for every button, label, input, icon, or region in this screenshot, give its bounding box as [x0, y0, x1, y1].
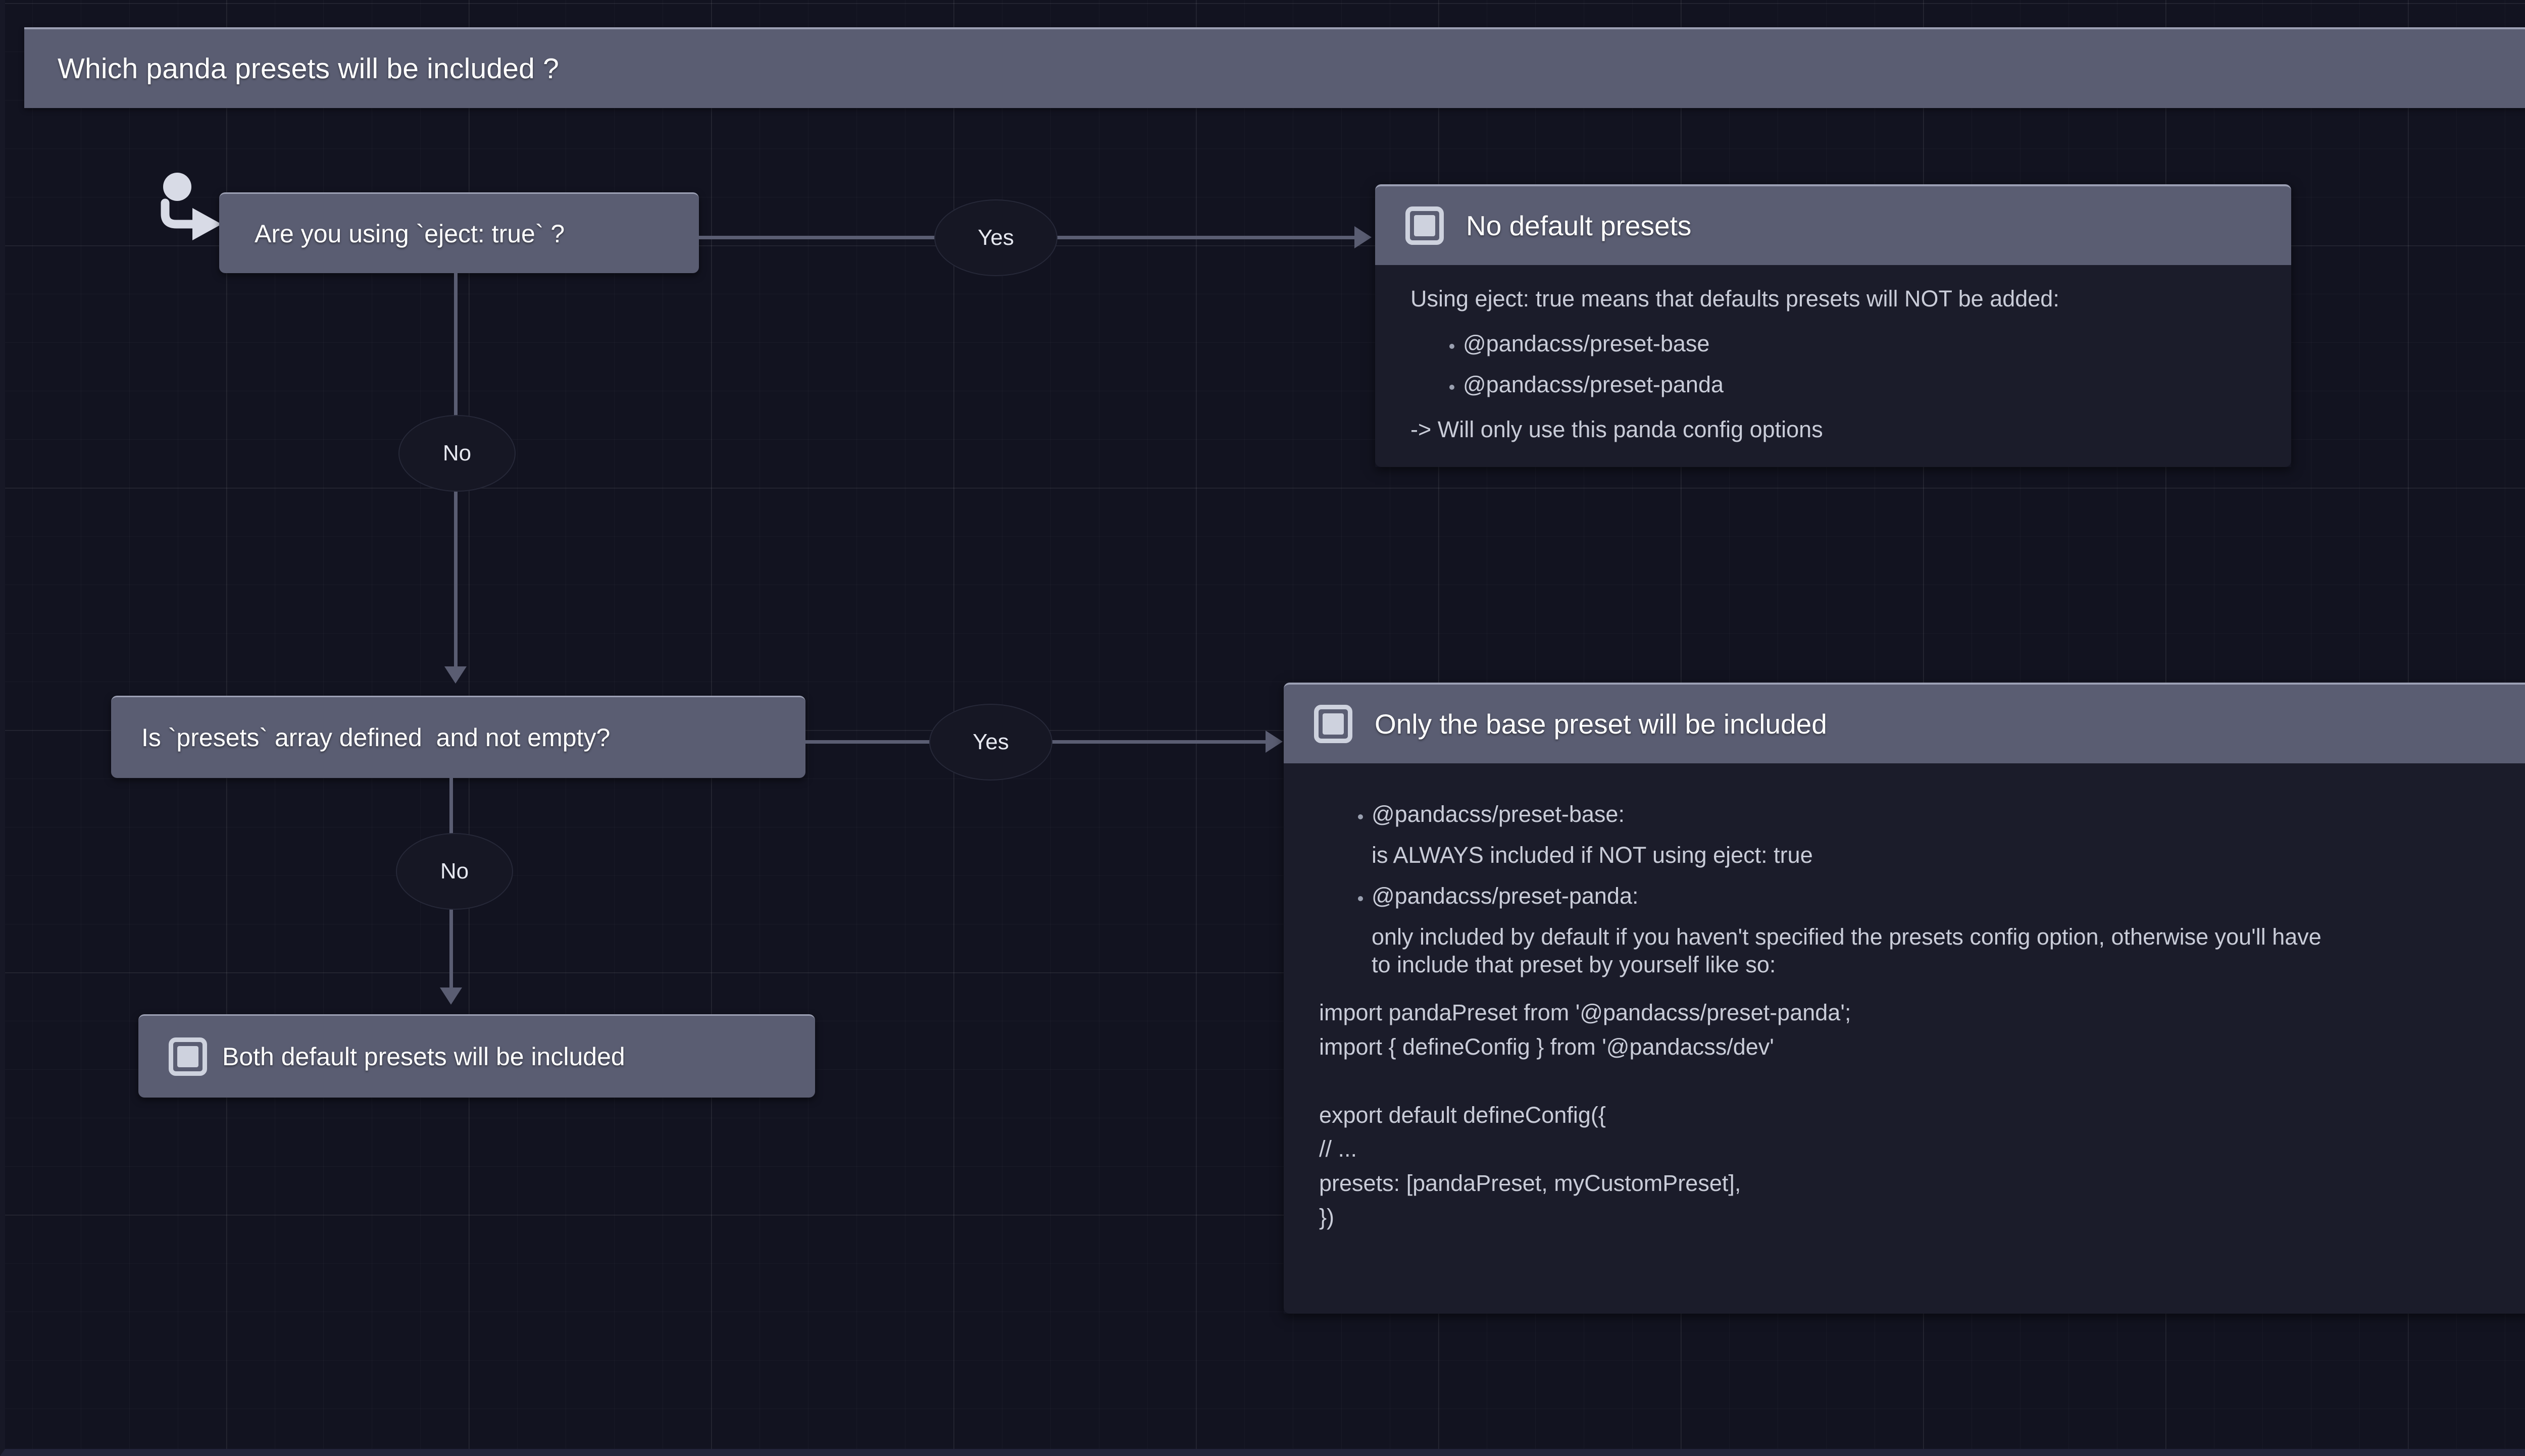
- decision-node-eject[interactable]: Are you using `eject: true` ?: [219, 192, 699, 273]
- panel-base-only-bullet-list: @pandacss/preset-base: is ALWAYS include…: [1319, 801, 2525, 978]
- code-block: import pandaPreset from '@pandacss/prese…: [1319, 996, 2525, 1234]
- list-item: @pandacss/preset-panda: [1463, 371, 2256, 399]
- edge-label-presets-yes: Yes: [929, 704, 1052, 781]
- panel-no-default-outro: -> Will only use this panda config optio…: [1410, 416, 1823, 442]
- list-item-detail: only included by default if you haven't …: [1372, 923, 2321, 977]
- panel-no-default-presets-body: Using eject: true means that defaults pr…: [1375, 265, 2291, 467]
- decision-node-presets[interactable]: Is `presets` array defined and not empty…: [111, 696, 805, 778]
- panel-base-preset-only[interactable]: Only the base preset will be included @p…: [1284, 683, 2525, 1314]
- code-line: presets: [pandaPreset, myCustomPreset],: [1319, 1170, 1741, 1196]
- note-icon: [1405, 206, 1444, 245]
- panel-no-default-bullet-list: @pandacss/preset-base @pandacss/preset-p…: [1410, 330, 2256, 399]
- list-item-term: @pandacss/preset-panda:: [1372, 882, 1639, 909]
- edge-label-eject-yes: Yes: [934, 199, 1057, 276]
- note-icon: [1314, 705, 1352, 743]
- outcome-node-both-presets[interactable]: Both default presets will be included: [138, 1014, 815, 1098]
- edge-presets-yes-arrowhead: [1266, 731, 1283, 753]
- page-title: Which panda presets will be included ?: [58, 53, 559, 85]
- panel-base-preset-only-header: Only the base preset will be included: [1284, 683, 2525, 763]
- edge-eject-no-arrowhead: [444, 666, 467, 684]
- list-item: @pandacss/preset-base: [1463, 330, 2256, 358]
- code-line: // ...: [1319, 1136, 1357, 1162]
- outcome-node-both-presets-label: Both default presets will be included: [222, 1043, 625, 1071]
- decision-node-eject-label: Are you using `eject: true` ?: [255, 219, 565, 248]
- panel-base-preset-only-body: @pandacss/preset-base: is ALWAYS include…: [1284, 763, 2525, 1314]
- edge-label-eject-no: No: [398, 415, 516, 492]
- edge-eject-yes-arrowhead: [1354, 226, 1372, 248]
- code-line: }): [1319, 1204, 1335, 1230]
- list-item-term: @pandacss/preset-base:: [1372, 801, 1625, 827]
- start-dot-icon: [163, 173, 191, 201]
- list-item-detail: is ALWAYS included if NOT using eject: t…: [1372, 842, 1813, 868]
- list-item: @pandacss/preset-panda: only included by…: [1372, 882, 2525, 979]
- curved-arrow-icon: [161, 198, 222, 240]
- panel-no-default-presets-header: No default presets: [1375, 184, 2291, 265]
- code-line: import { defineConfig } from '@pandacss/…: [1319, 1033, 1774, 1060]
- edge-label-presets-no: No: [396, 833, 513, 910]
- code-line: import pandaPreset from '@pandacss/prese…: [1319, 1000, 1851, 1026]
- start-arrow-icon: [159, 173, 245, 253]
- panel-no-default-intro: Using eject: true means that defaults pr…: [1410, 286, 2059, 311]
- edge-presets-no-arrowhead: [440, 987, 462, 1005]
- code-line: [1319, 1064, 2525, 1098]
- code-line: export default defineConfig({: [1319, 1102, 1606, 1128]
- panel-no-default-presets-title: No default presets: [1466, 210, 1692, 241]
- note-icon: [169, 1037, 207, 1076]
- list-item: @pandacss/preset-base: is ALWAYS include…: [1372, 801, 2525, 869]
- panel-base-preset-only-title: Only the base preset will be included: [1375, 708, 1827, 740]
- decision-node-presets-label: Is `presets` array defined and not empty…: [141, 723, 611, 752]
- diagram-header: Which panda presets will be included ?: [24, 27, 2525, 108]
- panel-no-default-presets[interactable]: No default presets Using eject: true mea…: [1375, 184, 2291, 467]
